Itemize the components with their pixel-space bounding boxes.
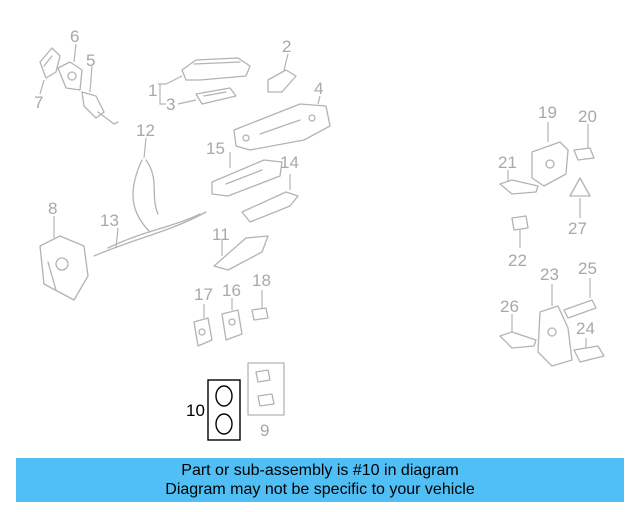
callout-25: 25 [578,259,597,278]
info-banner: Part or sub-assembly is #10 in diagram D… [16,458,624,502]
callout-14: 14 [280,153,299,172]
part-20-bolt [573,147,595,161]
part-17-plate [193,317,213,347]
callout-8: 8 [48,199,57,218]
part-5-lock-cylinder [81,91,119,125]
part-8-door-latch [39,235,89,301]
part-18-screw [251,307,269,321]
part-19-striker [531,141,569,187]
part-11-bracket [213,235,269,271]
callout-22: 22 [508,251,527,270]
banner-line-1: Part or sub-assembly is #10 in diagram [181,462,459,479]
callout-2: 2 [282,37,291,56]
part-13-cable [93,211,207,257]
part-12-cable [132,159,159,233]
callout-3: 3 [166,95,175,114]
callout-15: 15 [206,139,225,158]
leader-lines [39,43,591,348]
callout-9: 9 [260,421,269,440]
callout-10: 10 [186,401,205,420]
part-6-bracket [57,61,83,91]
callout-26: 26 [500,297,519,316]
part-21-bolt [499,179,539,195]
callout-1: 1 [148,81,157,100]
part-15-inner-handle [211,159,283,197]
callout-12: 12 [136,121,155,140]
part-23-hinge [537,305,573,367]
parts-diagram: 1 2 3 4 5 6 7 8 9 10 11 12 13 14 15 16 1… [34,27,605,441]
part-10-gasket-set [207,379,241,441]
part-9-screw-set [247,362,285,416]
callout-labels: 1 2 3 4 5 6 7 8 9 10 11 12 13 14 15 16 1… [34,27,597,440]
callout-16: 16 [222,281,241,300]
callout-6: 6 [70,27,79,46]
part-14-inner-handle-lever [241,191,299,223]
callout-24: 24 [576,319,595,338]
callout-7: 7 [34,93,43,112]
part-22-cap [511,215,529,231]
callout-20: 20 [578,107,597,126]
callout-27: 27 [568,219,587,238]
callout-13: 13 [100,211,119,230]
part-7-cover [39,47,61,79]
part-4-handle-frame [233,103,331,151]
callout-11: 11 [212,225,230,244]
part-16-plate [221,309,243,341]
part-2-gasket [267,69,297,93]
callout-23: 23 [540,265,559,284]
callout-21: 21 [498,153,517,172]
part-25-bolt [563,299,597,319]
callout-19: 19 [538,103,557,122]
callout-18: 18 [252,271,271,290]
callout-4: 4 [314,79,323,98]
part-27-bumper [569,177,591,197]
callout-17: 17 [194,285,213,304]
part-26-bolt [499,331,537,349]
callout-5: 5 [86,51,95,70]
part-24-bolt [573,345,605,363]
part-3-escutcheon [195,87,237,105]
banner-line-2: Diagram may not be specific to your vehi… [165,481,475,498]
part-1-outer-handle [181,57,251,81]
